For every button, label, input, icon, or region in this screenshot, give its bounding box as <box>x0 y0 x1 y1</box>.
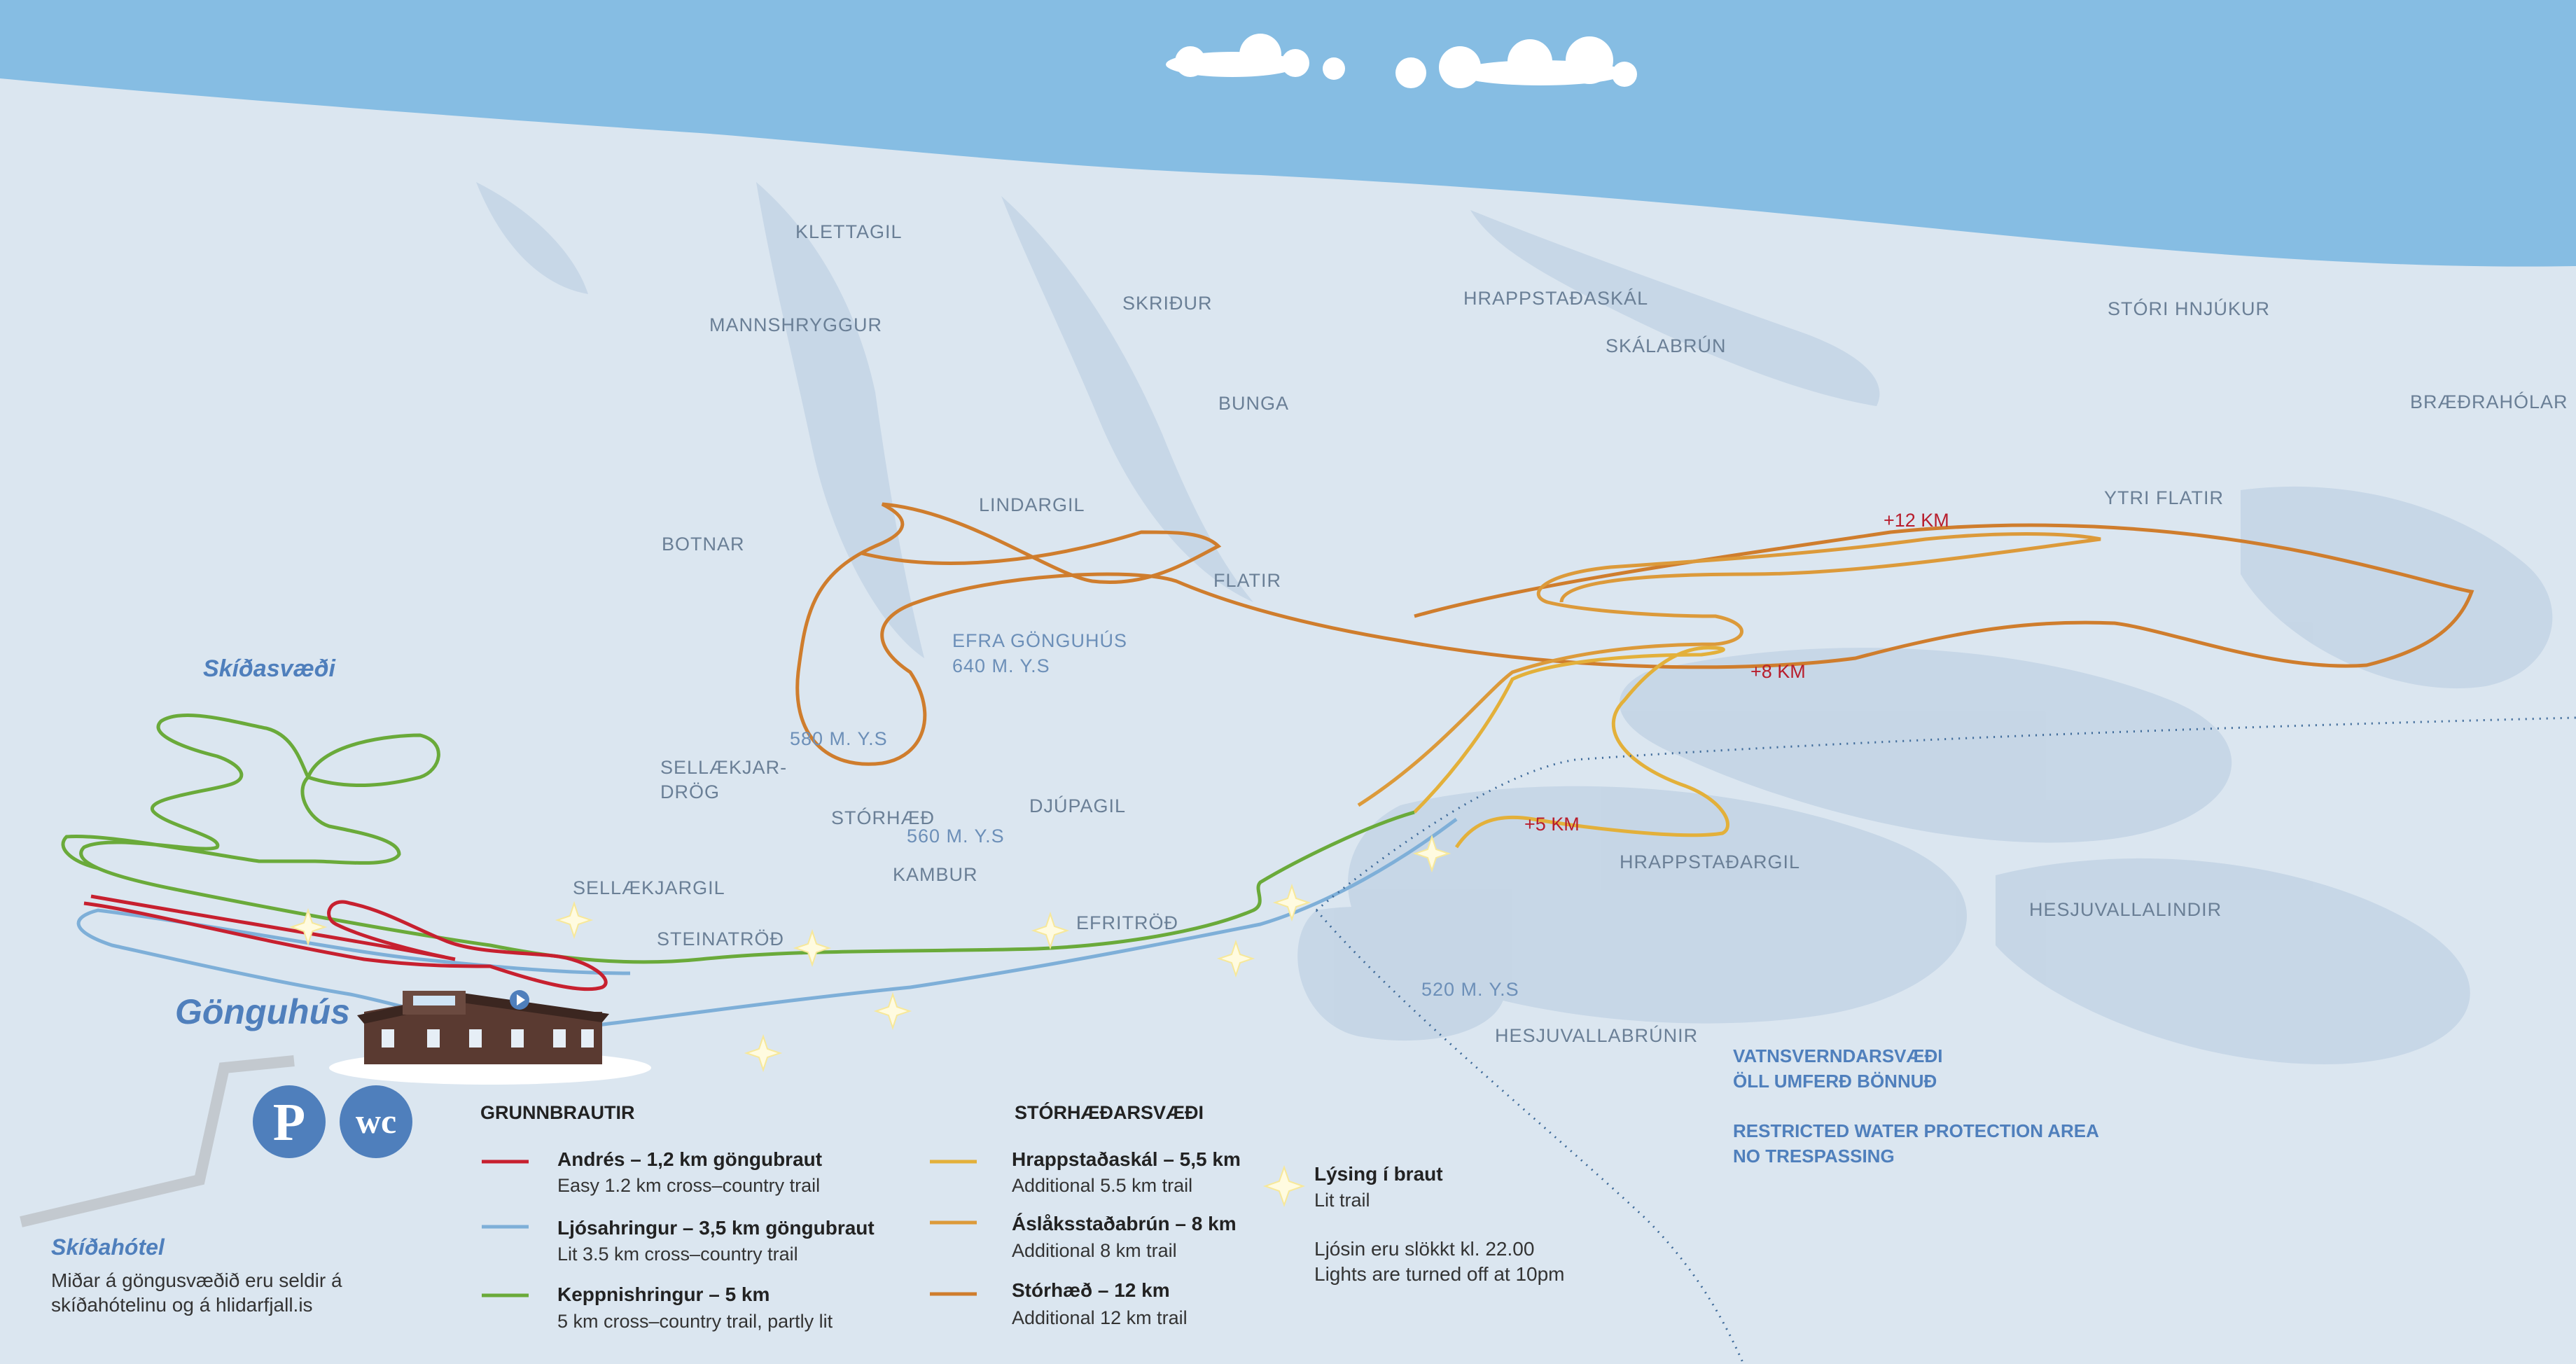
ticket-note-line-2: skíðahótelinu og á hlidarfjall.is <box>51 1294 313 1316</box>
star-icon <box>1216 939 1255 978</box>
star-icon <box>1031 911 1070 950</box>
water-protection-warning: VATNSVERNDARSVÆÐI ÖLL UMFERÐ BÖNNUÐ REST… <box>1733 1045 2099 1167</box>
elevation-storhaed: 560 M. Y.S <box>907 826 1005 847</box>
place-mannshryggur: MANNSHRYGGUR <box>709 314 882 335</box>
cloud-right <box>1395 36 1637 88</box>
elevation-520: 520 M. Y.S <box>1421 979 1519 1000</box>
ticket-note-line-1: Miðar á göngusvæðið eru seldir á <box>51 1269 342 1291</box>
svg-text:NO TRESPASSING: NO TRESPASSING <box>1733 1146 1895 1167</box>
parking-badge: P <box>253 1085 326 1158</box>
svg-text:GRUNNBRAUTIR: GRUNNBRAUTIR <box>480 1102 634 1123</box>
legend-grunnbrautir: GRUNNBRAUTIR Andrés – 1,2 km göngubraut … <box>480 1102 875 1332</box>
place-sellaekjargil: SELLÆKJARGIL <box>573 877 725 898</box>
trail-storhaed-12km <box>795 502 2474 766</box>
place-hesjuvallalindir: HESJUVALLALINDIR <box>2029 899 2222 920</box>
elevation-efra: 640 M. Y.S <box>952 655 1050 676</box>
star-icon <box>873 991 912 1031</box>
svg-text:P: P <box>273 1093 305 1152</box>
trail-keppnishringur-5km <box>61 713 1415 964</box>
star-icon <box>1262 1164 1306 1208</box>
area-skidahotel: Skíðahótel <box>51 1234 165 1260</box>
svg-text:STÓRHÆÐARSVÆÐI: STÓRHÆÐARSVÆÐI <box>1015 1101 1204 1123</box>
trail-aslakstadabrun-8km <box>1357 532 2101 807</box>
place-stori-hnjukur: STÓRI HNJÚKUR <box>2108 298 2270 319</box>
svg-text:wc: wc <box>356 1101 396 1141</box>
svg-text:Stórhæð – 12 km: Stórhæð – 12 km <box>1012 1279 1170 1301</box>
trail-andres-1_2km <box>83 894 608 991</box>
svg-text:5 km cross–country trail, part: 5 km cross–country trail, partly lit <box>557 1311 833 1332</box>
lit-trail-stars <box>288 834 1451 1073</box>
svg-text:Ljósin eru slökkt kl. 22.00: Ljósin eru slökkt kl. 22.00 <box>1314 1238 1534 1260</box>
svg-text:Lýsing í braut: Lýsing í braut <box>1314 1163 1443 1185</box>
svg-text:Additional 5.5 km trail: Additional 5.5 km trail <box>1012 1175 1192 1196</box>
area-skidasvaedi: Skíðasvæði <box>203 655 337 682</box>
star-icon <box>1272 883 1311 922</box>
svg-text:Easy 1.2 km cross–country trai: Easy 1.2 km cross–country trail <box>557 1175 820 1196</box>
place-sellaekjardrog-1: SELLÆKJAR- <box>660 757 787 778</box>
cloud-left <box>1166 34 1345 80</box>
star-icon <box>793 928 832 968</box>
place-hrappstadaskal: HRAPPSTAÐASKÁL <box>1463 288 1648 309</box>
trail-hrappstadaskal-5km <box>1413 646 1729 849</box>
wc-badge: wc <box>340 1085 412 1158</box>
svg-text:Lights are turned off at 10pm: Lights are turned off at 10pm <box>1314 1263 1565 1285</box>
place-efritrod: EFRITRÖÐ <box>1076 912 1178 933</box>
svg-text:Andrés – 1,2 km göngubraut: Andrés – 1,2 km göngubraut <box>557 1148 822 1170</box>
svg-text:Additional 8 km trail: Additional 8 km trail <box>1012 1240 1177 1261</box>
place-sellaekjardrog-2: DRÖG <box>660 781 720 802</box>
distance-plus-8: +8 KM <box>1750 661 1806 682</box>
svg-text:ÖLL UMFERÐ BÖNNUÐ: ÖLL UMFERÐ BÖNNUÐ <box>1733 1071 1937 1092</box>
svg-text:Lit trail: Lit trail <box>1314 1190 1370 1211</box>
svg-text:Ljósahringur – 3,5 km göngubra: Ljósahringur – 3,5 km göngubraut <box>557 1217 875 1239</box>
svg-text:Áslåksstaðabrún – 8 km: Áslåksstaðabrún – 8 km <box>1012 1213 1237 1234</box>
place-hesjuvallabrunir: HESJUVALLABRÚNIR <box>1495 1024 1698 1046</box>
elevation-580: 580 M. Y.S <box>790 728 888 749</box>
distance-plus-12: +12 KM <box>1884 510 1949 531</box>
snow-ground <box>0 78 2576 1364</box>
gonguhus-building <box>329 990 651 1085</box>
star-icon <box>744 1034 783 1073</box>
legend-lighting: Lýsing í braut Lit trail Ljósin eru slök… <box>1262 1163 1565 1285</box>
svg-text:Keppnishringur – 5 km: Keppnishringur – 5 km <box>557 1283 770 1305</box>
star-icon <box>1412 834 1451 873</box>
svg-text:Lit 3.5 km cross–country trail: Lit 3.5 km cross–country trail <box>557 1244 798 1265</box>
place-storhaed: STÓRHÆÐ <box>831 807 935 828</box>
place-kambur: KAMBUR <box>893 864 978 885</box>
distance-plus-5: +5 KM <box>1524 814 1580 835</box>
place-hrappstadargil: HRAPPSTAÐARGIL <box>1620 851 1800 872</box>
place-klettagil: KLETTAGIL <box>795 221 903 242</box>
place-botnar: BOTNAR <box>662 534 745 555</box>
road <box>20 1055 295 1227</box>
legend-storhaedarsvaedi: STÓRHÆÐARSVÆÐI Hrappstaðaskál – 5,5 km A… <box>930 1101 1241 1328</box>
place-djupagil: DJÚPAGIL <box>1029 795 1126 816</box>
svg-text:Additional 12 km trail: Additional 12 km trail <box>1012 1307 1188 1328</box>
place-flatir: FLATIR <box>1213 570 1281 591</box>
place-steinatrod: STEINATRÖÐ <box>657 928 784 949</box>
place-ytri-flatir: YTRI FLATIR <box>2104 487 2224 508</box>
place-bunga: BUNGA <box>1218 393 1289 414</box>
star-icon <box>555 900 594 940</box>
place-lindargil: LINDARGIL <box>979 494 1085 515</box>
place-skridur: SKRIÐUR <box>1122 293 1213 314</box>
svg-text:VATNSVERNDARSVÆÐI: VATNSVERNDARSVÆÐI <box>1733 1045 1943 1066</box>
terrain-shading <box>476 182 2553 1064</box>
place-efra-gonguhus: EFRA GÖNGUHÚS <box>952 629 1127 651</box>
area-gonguhus: Gönguhús <box>175 992 350 1031</box>
place-braedraholar: BRÆÐRAHÓLAR <box>2410 391 2568 412</box>
place-skalabrun: SKÁLABRÚN <box>1606 335 1727 356</box>
svg-text:RESTRICTED WATER PROTECTION AR: RESTRICTED WATER PROTECTION AREA <box>1733 1120 2099 1141</box>
star-icon <box>288 907 328 947</box>
svg-text:Hrappstaðaskál – 5,5 km: Hrappstaðaskál – 5,5 km <box>1012 1148 1241 1170</box>
